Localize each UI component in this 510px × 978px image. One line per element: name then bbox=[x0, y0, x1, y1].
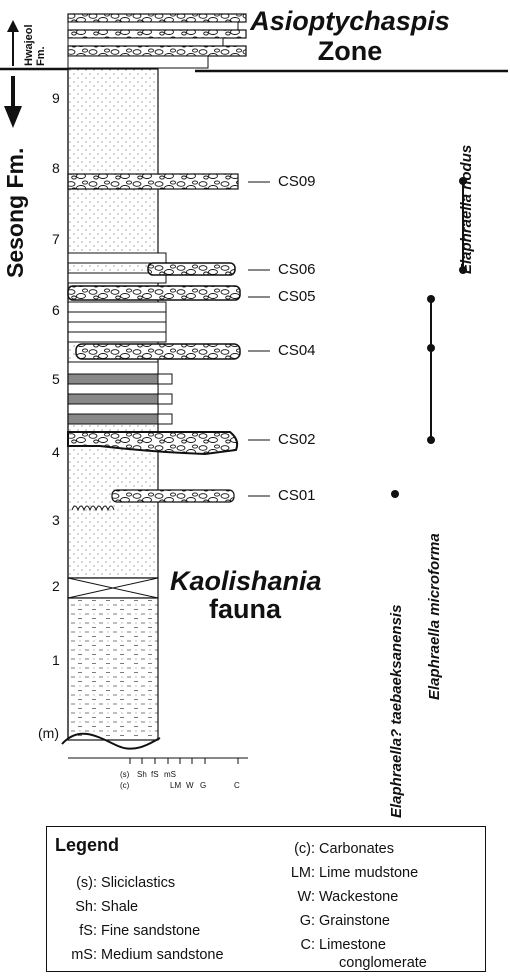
legend-item: LM: Lime mudstone bbox=[290, 865, 419, 881]
legend-item: conglomerate bbox=[339, 955, 427, 971]
legend-item: mS: Medium sandstone bbox=[71, 947, 224, 963]
grain-scale-label: mS bbox=[164, 770, 176, 779]
cs05-conglomerate-bed bbox=[67, 285, 241, 301]
sample-label-cs04: CS04 bbox=[278, 342, 316, 359]
zone-word-label: Zone bbox=[317, 36, 383, 66]
height-tick-label: 7 bbox=[52, 231, 60, 247]
legend-item: Sh: Shale bbox=[75, 899, 139, 915]
grain-scale-label: (c) bbox=[120, 781, 130, 790]
cs02-conglomerate-bed bbox=[67, 431, 239, 456]
shale-interval bbox=[67, 597, 159, 741]
legend-item: (s): Sliciclastics bbox=[76, 875, 176, 891]
legend-item: W: Wackestone bbox=[297, 889, 399, 905]
height-tick-label: 2 bbox=[52, 578, 60, 594]
grain-scale-label: G bbox=[200, 781, 207, 790]
down-arrow-icon bbox=[4, 76, 22, 128]
cs09-conglomerate-bed bbox=[67, 173, 239, 190]
range-elaphraella-nodus bbox=[459, 177, 467, 274]
sample-leaders bbox=[248, 181, 270, 497]
up-arrow-icon bbox=[7, 20, 19, 66]
legend-item: fS: Fine sandstone bbox=[79, 923, 201, 939]
height-tick-label: 3 bbox=[52, 512, 60, 528]
height-tick-label: 9 bbox=[52, 90, 60, 106]
fauna-word-label: fauna bbox=[208, 594, 281, 624]
grain-scale-label: Sh bbox=[137, 770, 147, 779]
grain-scale-label: C bbox=[234, 781, 240, 790]
grain-scale-label: (s) bbox=[120, 770, 130, 779]
grain-size-scale-axis bbox=[68, 757, 248, 764]
sample-label-cs05: CS05 bbox=[278, 288, 316, 305]
zone-genus-label: Asioptychaspis bbox=[250, 6, 450, 36]
legend-item: (c): Carbonates bbox=[294, 841, 394, 857]
grain-scale-label: fS bbox=[151, 770, 159, 779]
range-elaphraella-taebaeksanensis bbox=[391, 490, 399, 498]
sample-label-cs09: CS09 bbox=[278, 173, 316, 190]
grain-scale-label: LM bbox=[170, 781, 182, 790]
fauna-genus-label: Kaolishania bbox=[170, 566, 322, 596]
cs01-conglomerate-bed bbox=[111, 489, 235, 503]
height-tick-label: 8 bbox=[52, 160, 60, 176]
sample-label-cs02: CS02 bbox=[278, 431, 316, 448]
legend-box: Legend (s): Sliciclastics Sh: Shale fS: … bbox=[46, 826, 486, 972]
hwajeol-formation-column bbox=[67, 13, 247, 69]
sesong-formation-label: Sesong Fm. bbox=[2, 147, 28, 278]
grain-scale-label: W bbox=[186, 781, 194, 790]
bioturbation-marks bbox=[71, 505, 115, 512]
range-elaphraella-microforma bbox=[427, 295, 435, 444]
species-label-microforma: Elaphraella microforma bbox=[426, 533, 443, 700]
height-tick-label: 5 bbox=[52, 371, 60, 387]
cs06-conglomerate-bed bbox=[147, 262, 236, 276]
interbedded-interval-lower bbox=[67, 361, 173, 425]
species-label-taebaeksanensis: Elaphraella? taebaeksanensis bbox=[388, 604, 405, 818]
sample-label-cs01: CS01 bbox=[278, 487, 316, 504]
erosional-base bbox=[61, 732, 161, 750]
legend-item: C: Limestone bbox=[300, 937, 386, 953]
interbedded-interval-upper bbox=[67, 252, 167, 343]
legend-item: G: Grainstone bbox=[299, 913, 390, 929]
hwajeol-formation-label: Hwajeol Fm. bbox=[23, 24, 47, 66]
legend-title: Legend bbox=[55, 835, 120, 855]
species-label-nodus: Elaphraella nodus bbox=[458, 144, 475, 274]
height-unit-label: (m) bbox=[38, 725, 59, 741]
sample-label-cs06: CS06 bbox=[278, 261, 316, 278]
height-tick-label: 4 bbox=[52, 444, 60, 460]
height-tick-label: 6 bbox=[52, 302, 60, 318]
height-tick-label: 1 bbox=[52, 652, 60, 668]
cs04-conglomerate-bed bbox=[75, 343, 241, 360]
